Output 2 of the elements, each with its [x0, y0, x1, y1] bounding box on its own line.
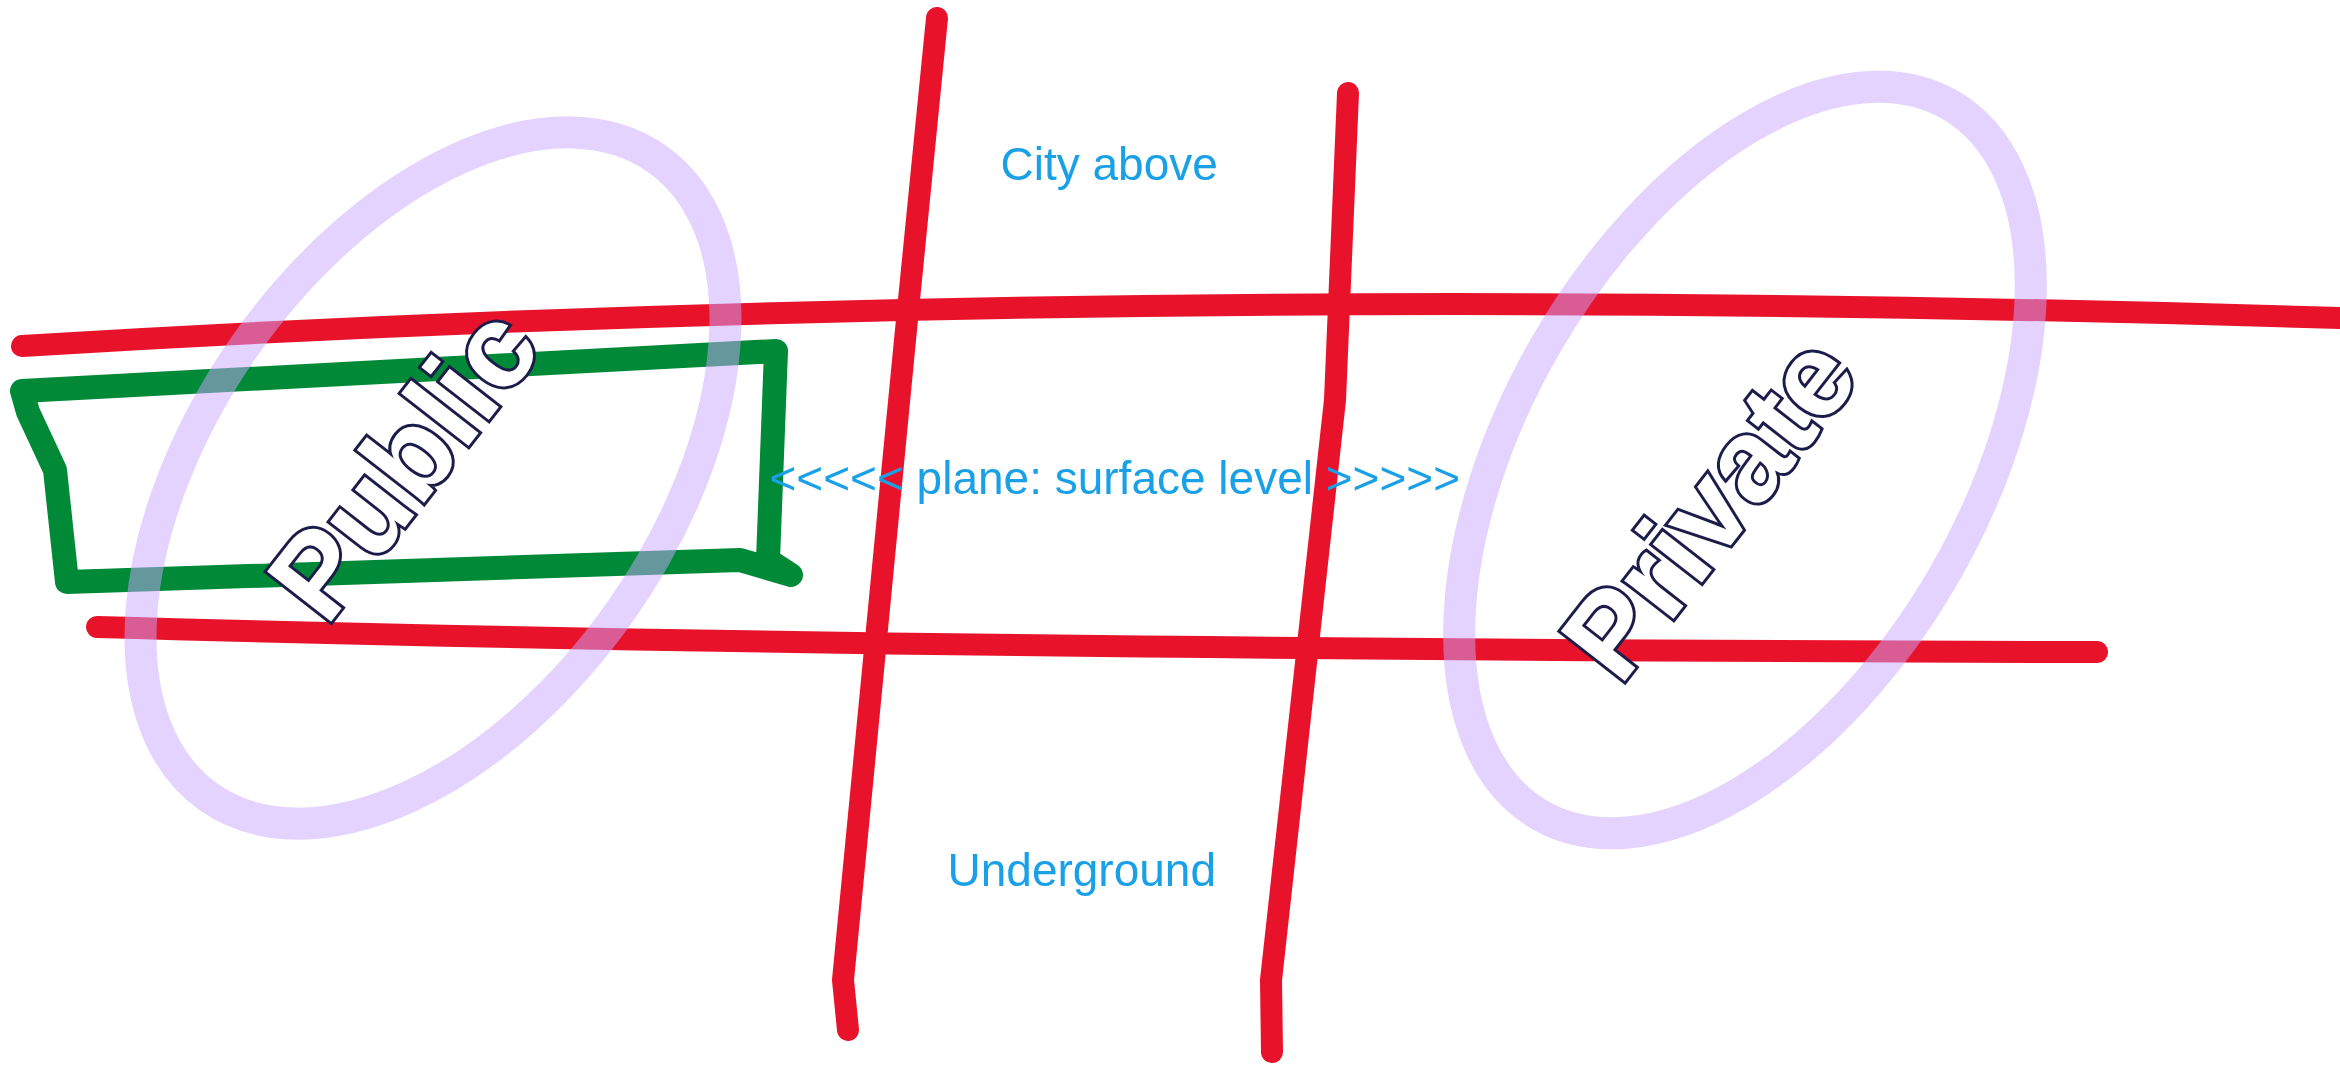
level-label: Underground: [947, 843, 1217, 897]
level-label: City above: [1000, 137, 1218, 191]
